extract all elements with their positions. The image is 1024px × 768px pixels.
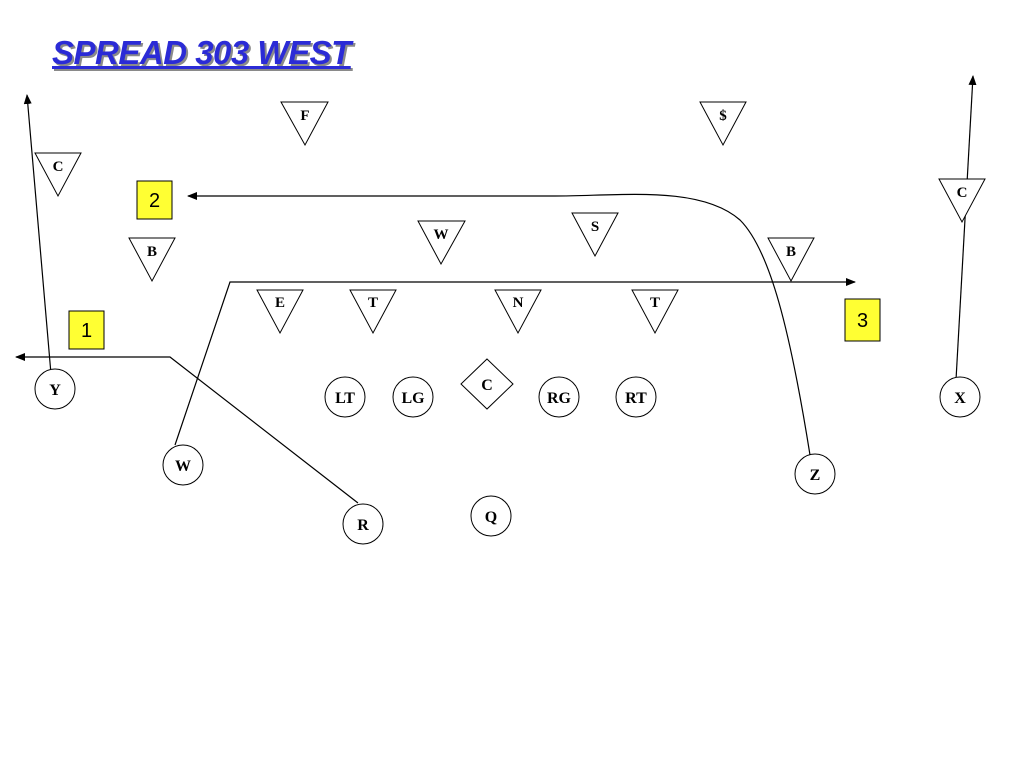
svg-text:1: 1 (81, 320, 92, 342)
defense: F $ C C B B W S (34, 101, 986, 335)
svg-text:B: B (786, 244, 796, 260)
defender-e: E (256, 289, 304, 335)
svg-text:Q: Q (485, 509, 497, 526)
svg-text:C: C (53, 159, 64, 175)
route-y-vertical (23, 94, 52, 375)
svg-text:$: $ (719, 108, 727, 124)
svg-text:T: T (650, 295, 660, 311)
player-q: Q (470, 495, 512, 537)
route-x-vertical (955, 75, 977, 381)
svg-text:Y: Y (49, 382, 61, 399)
player-x: X (939, 376, 981, 418)
defender-c-left: C (34, 152, 82, 198)
defender-w: W (417, 220, 466, 266)
defender-t-right: T (631, 289, 679, 335)
svg-text:F: F (300, 108, 309, 124)
defender-n: N (494, 289, 542, 335)
player-c: C (460, 358, 514, 410)
svg-text:X: X (954, 390, 966, 407)
defender-s: S (571, 212, 619, 258)
svg-text:C: C (481, 377, 493, 394)
route-z-post (187, 192, 811, 456)
defender-b-right: B (767, 237, 815, 283)
route-r-out (15, 353, 359, 504)
player-z: Z (794, 453, 836, 495)
defender-t-left: T (349, 289, 397, 335)
svg-text:Z: Z (810, 467, 821, 484)
read-number-1: 1 (68, 310, 105, 350)
read-number-2: 2 (136, 180, 173, 220)
svg-text:LG: LG (401, 390, 425, 407)
player-y: Y (34, 368, 76, 410)
svg-text:E: E (275, 295, 285, 311)
defender-b-left: B (128, 237, 176, 283)
defender-dollar: $ (699, 101, 747, 147)
svg-text:2: 2 (149, 190, 160, 212)
svg-text:S: S (591, 219, 599, 235)
svg-text:C: C (957, 185, 968, 201)
player-r: R (342, 503, 384, 545)
read-numbers: 1 2 3 (68, 180, 881, 350)
svg-text:LT: LT (335, 390, 355, 407)
svg-text:T: T (368, 295, 378, 311)
player-lt: LT (324, 376, 366, 418)
route-w-cross (174, 278, 856, 446)
svg-text:RT: RT (625, 390, 647, 407)
read-number-3: 3 (844, 298, 881, 342)
defender-f: F (280, 101, 329, 147)
offense: Y LT LG C RG RT X W (34, 358, 981, 545)
player-w: W (162, 444, 204, 486)
player-rg: RG (538, 376, 580, 418)
routes (15, 75, 977, 504)
page-title: SPREAD 303 WEST (52, 34, 351, 71)
svg-text:3: 3 (857, 310, 868, 332)
svg-text:B: B (147, 244, 157, 260)
player-lg: LG (392, 376, 434, 418)
svg-text:W: W (175, 458, 191, 475)
svg-text:R: R (357, 517, 369, 534)
svg-text:RG: RG (547, 390, 572, 407)
svg-text:N: N (513, 295, 524, 311)
svg-text:W: W (434, 227, 449, 243)
player-rt: RT (615, 376, 657, 418)
defender-c-right: C (938, 178, 986, 224)
